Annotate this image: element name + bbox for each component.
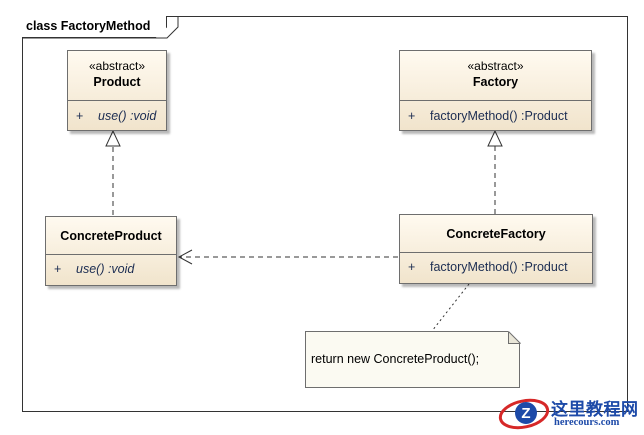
visibility-marker: + [54, 262, 62, 276]
class-concrete-factory-name: ConcreteFactory [446, 227, 546, 241]
class-product-stereotype: «abstract» [88, 59, 146, 73]
operation-signature: use() :void [76, 262, 135, 276]
class-factory-stereotype: «abstract» [467, 59, 524, 73]
frame-title: class FactoryMethod [22, 16, 167, 38]
class-concrete-factory-header: ConcreteFactory [400, 215, 592, 253]
class-concrete-factory-operation[interactable]: + factoryMethod() :Product [400, 257, 592, 277]
watermark-swoosh-icon: Z [498, 398, 550, 430]
class-product-name: Product [93, 75, 141, 89]
watermark-logo: Z 这里教程网 herecours.com [497, 393, 641, 433]
svg-text:Z: Z [521, 405, 530, 422]
class-factory-header: «abstract» Factory [400, 51, 591, 101]
class-product-operation[interactable]: + use() :void [68, 106, 166, 126]
class-factory-name: Factory [472, 75, 519, 89]
code-note[interactable]: return new ConcreteProduct(); [305, 331, 520, 388]
visibility-marker: + [408, 260, 416, 274]
visibility-marker: + [408, 109, 416, 123]
watermark-site-name: 这里教程网 [551, 400, 639, 420]
visibility-marker: + [76, 109, 84, 123]
operation-signature: factoryMethod() :Product [430, 260, 568, 274]
operation-signature: use() :void [98, 109, 157, 123]
class-concrete-product[interactable]: ConcreteProduct + use() :void [45, 216, 177, 286]
class-concrete-factory[interactable]: ConcreteFactory + factoryMethod() :Produc… [399, 214, 593, 284]
class-factory-operation[interactable]: + factoryMethod() :Product [400, 106, 591, 126]
class-product[interactable]: «abstract» Product + use() :void [67, 50, 167, 131]
class-concrete-product-name: ConcreteProduct [60, 229, 162, 243]
class-concrete-product-header: ConcreteProduct [46, 217, 176, 255]
watermark-url: herecours.com [554, 417, 620, 428]
operation-signature: factoryMethod() :Product [430, 109, 568, 123]
class-product-header: «abstract» Product [68, 51, 166, 101]
class-concrete-product-operation[interactable]: + use() :void [46, 259, 176, 279]
class-factory[interactable]: «abstract» Factory + factoryMethod() :Pro… [399, 50, 592, 131]
